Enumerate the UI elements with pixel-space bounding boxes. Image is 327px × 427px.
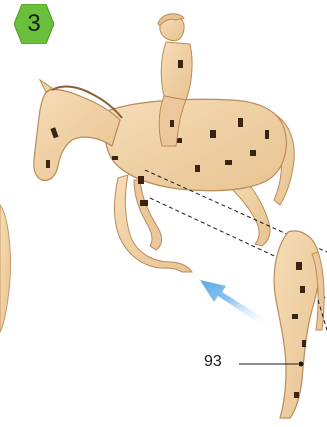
rider-torso xyxy=(161,42,192,100)
horse-body xyxy=(105,99,286,190)
horse-front-leg-2 xyxy=(134,180,162,250)
part-93-piece xyxy=(274,231,324,418)
rider-slot xyxy=(178,60,183,68)
partial-piece-left xyxy=(0,205,11,332)
rider-slot-2 xyxy=(170,120,174,127)
part-93-marker xyxy=(299,362,304,367)
part-93-label: 93 xyxy=(204,352,222,372)
insertion-arrow xyxy=(200,280,270,328)
